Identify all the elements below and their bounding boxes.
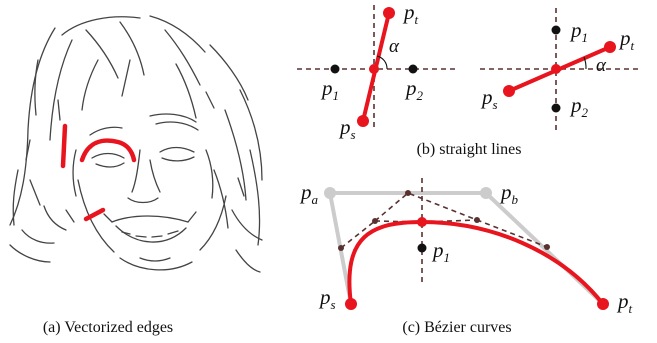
label-p2: p2 <box>569 93 589 120</box>
caption-a: (a) Vectorized edges <box>43 319 173 336</box>
label-p1: p1 <box>569 18 588 45</box>
caption-b: (b) straight lines <box>417 141 522 158</box>
point-center <box>369 64 379 74</box>
label-ps: ps <box>480 85 498 112</box>
construction-lines <box>374 192 548 248</box>
label-pa: pa <box>299 180 319 207</box>
construction-point <box>405 190 411 196</box>
construction-point <box>474 217 480 223</box>
label-ps: ps <box>338 115 356 142</box>
label-ps: ps <box>318 285 336 312</box>
face-sketch <box>9 15 263 273</box>
construction-point <box>338 245 344 251</box>
red-edge-short <box>83 207 106 222</box>
point-mid <box>417 217 427 227</box>
point-p2 <box>408 64 418 74</box>
point-p1 <box>330 64 340 74</box>
point-p1 <box>417 243 427 253</box>
point-ps <box>345 298 357 310</box>
point-p2 <box>551 103 561 113</box>
angle-arc <box>376 55 388 70</box>
label-pt: pt <box>402 0 419 27</box>
construction-point <box>544 244 550 250</box>
point-pt <box>597 298 609 310</box>
label-alpha: α <box>596 55 607 76</box>
label-p2: p2 <box>404 76 424 103</box>
angle-arc <box>583 56 587 70</box>
label-alpha: α <box>389 36 400 57</box>
bezier-curve <box>347 219 605 306</box>
caption-c: (c) Bézier curves <box>402 319 511 336</box>
control-point-pb <box>480 187 492 199</box>
panel-c: pa pb p1 ps pt (c) Bézier curves <box>299 178 633 336</box>
straight-line-example-right: p1 pt ps p2 α <box>480 8 640 130</box>
construction-point <box>372 218 378 224</box>
straight-line-example-left: pt p1 p2 ps α <box>297 0 457 142</box>
label-pb: pb <box>499 180 519 207</box>
control-polygon <box>328 191 605 306</box>
label-p1: p1 <box>431 238 450 265</box>
label-pt: pt <box>618 26 635 53</box>
panel-a: (a) Vectorized edges <box>9 15 263 336</box>
point-center <box>551 64 561 74</box>
label-pt: pt <box>616 289 633 316</box>
label-p1: p1 <box>320 76 339 103</box>
point-pt <box>383 7 395 19</box>
control-point-pa <box>324 187 336 199</box>
panel-b: pt p1 p2 ps α p1 pt ps p2 α (b) straight… <box>297 0 640 158</box>
point-p1 <box>551 25 561 35</box>
point-ps <box>357 115 369 127</box>
point-ps <box>503 85 515 97</box>
point-pt <box>604 41 616 53</box>
red-edge-straight <box>60 123 68 169</box>
red-edge-curve <box>79 138 137 163</box>
